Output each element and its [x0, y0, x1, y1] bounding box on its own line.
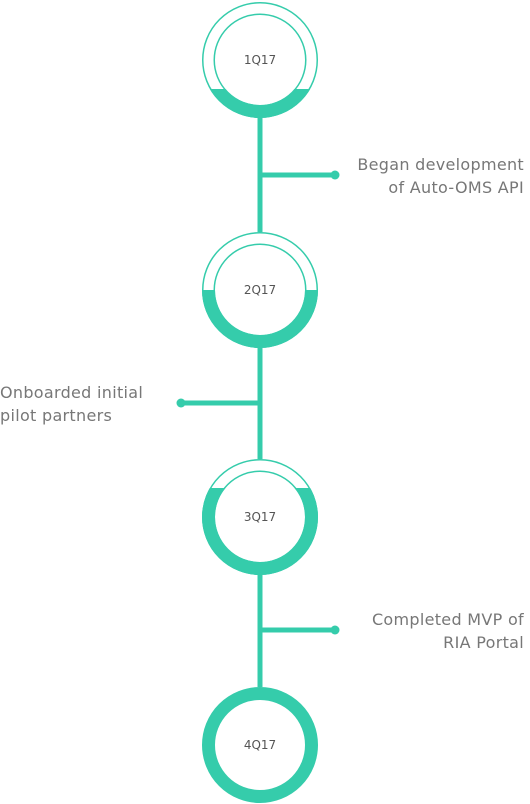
event-dot: [330, 625, 340, 635]
event-text-line: Onboarded initial: [0, 383, 143, 402]
milestone-progress-ring: [202, 290, 318, 348]
event-text-line: Completed MVP of: [372, 610, 524, 629]
milestone-1q17: 1Q17: [202, 2, 318, 118]
milestone-label: 3Q17: [244, 510, 276, 524]
milestone-4q17: 4Q17: [202, 687, 318, 803]
event-text: Completed MVP of RIA Portal: [372, 610, 524, 652]
event-branches: Began development of Auto-OMS API Onboarde…: [0, 155, 524, 652]
event-dot: [330, 170, 340, 180]
event-text: Began development of Auto-OMS API: [357, 155, 524, 197]
milestone-3q17: 3Q17: [202, 459, 318, 575]
milestone-background: [202, 687, 318, 803]
event-dot: [176, 398, 186, 408]
milestone-progress-ring: [202, 687, 318, 803]
milestone-background: [202, 232, 318, 348]
milestone-progress-ring: [202, 488, 318, 575]
milestone-background: [202, 459, 318, 575]
milestone-progress-ring: [209, 89, 311, 118]
milestone-label: 2Q17: [244, 283, 276, 297]
event-text: Onboarded initial pilot partners: [0, 383, 143, 425]
event-1: Began development of Auto-OMS API: [260, 155, 524, 197]
milestone-background: [202, 2, 318, 118]
event-3: Completed MVP of RIA Portal: [260, 610, 524, 652]
event-2: Onboarded initial pilot partners: [0, 383, 260, 425]
milestone-label: 1Q17: [244, 53, 276, 67]
milestone-2q17: 2Q17: [202, 232, 318, 348]
event-text-line: Began development: [357, 155, 524, 174]
event-text-line: RIA Portal: [443, 633, 524, 652]
event-text-line: pilot partners: [0, 406, 112, 425]
milestone-circles: 1Q17 2Q17 3Q17 4Q17: [202, 2, 318, 803]
event-text-line: of Auto-OMS API: [388, 178, 524, 197]
milestone-label: 4Q17: [244, 738, 276, 752]
